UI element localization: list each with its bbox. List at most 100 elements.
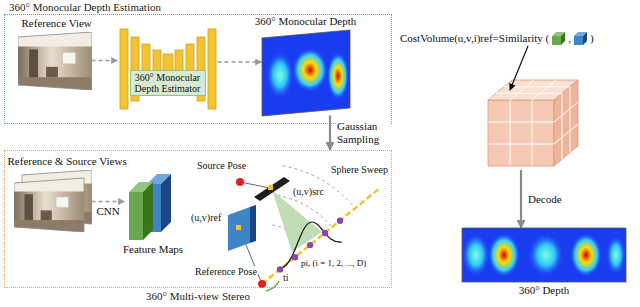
formula-text: , [568, 32, 571, 45]
flow-arrow [218, 61, 262, 63]
region-title: 360° Monocular Depth Estimation [9, 1, 161, 14]
annotation-label: ti [282, 272, 290, 284]
graphic-part [488, 46, 578, 166]
graphic-part [554, 102, 578, 122]
graphic-part [561, 32, 565, 45]
graphic-part [262, 30, 350, 116]
image-label: Reference View [22, 17, 92, 30]
source-pose-dot [236, 178, 244, 186]
graphic-part [327, 52, 349, 100]
panorama-image: Reference View [18, 32, 92, 90]
graphic-part [462, 228, 626, 282]
cost-volume-cube [400, 28, 596, 170]
graphic-part [462, 228, 626, 282]
graphic-part [14, 178, 84, 192]
graphic-part [62, 52, 75, 64]
pose-line [240, 182, 270, 188]
panorama-image: Reference & Source Views [14, 170, 92, 232]
graphic-part [262, 30, 350, 116]
graphic-part [118, 26, 218, 112]
graphic-part [129, 192, 143, 240]
formula-text: CostVolume(u,v,i)ref=Similarity ( [400, 32, 549, 45]
graphic-part [504, 86, 570, 87]
graphic-part [532, 80, 556, 100]
graphic-part [488, 144, 554, 145]
graphic-part [570, 87, 571, 153]
annotation-label: Reference Pose [194, 266, 258, 278]
stage-region: 360° Monocular Depth EstimationReference… [4, 14, 392, 124]
graphic-part [462, 228, 626, 282]
pixel-marker [236, 225, 241, 230]
pixel-marker [268, 185, 273, 190]
edge-label: CNN [95, 205, 120, 218]
graphic-part [14, 220, 84, 232]
graphic-part [510, 80, 534, 100]
image-label: Reference & Source Views [8, 155, 127, 168]
graphic-part [574, 36, 583, 45]
annotation-label: Sphere Sweep [330, 164, 389, 176]
graphic-part [496, 93, 562, 94]
flow-arrow [520, 170, 522, 228]
sweep-ray [262, 188, 380, 284]
graphic-part [18, 32, 92, 90]
graphic-part [532, 100, 533, 166]
formula-row: CostVolume(u,v,i)ref=Similarity (,) [400, 32, 594, 45]
graphic-part [14, 178, 84, 232]
network-block: 360° Monocular Depth Estimator [118, 26, 218, 112]
graphic-part [18, 32, 92, 90]
graphic-part [125, 172, 182, 242]
reference-pose-dot [258, 280, 266, 288]
graphic-part [552, 36, 561, 45]
graphic-part [462, 228, 626, 282]
image-label: 360° Monocular Depth [255, 15, 357, 28]
reference-view-slab [228, 207, 250, 251]
graphic-part [14, 178, 84, 232]
sample-point [307, 242, 313, 248]
flow-arrow [92, 201, 125, 203]
graphic-part [143, 182, 153, 240]
graphic-part [488, 100, 554, 166]
graphic-part [570, 233, 602, 277]
graphic-part [40, 210, 51, 220]
graphic-part [14, 178, 84, 232]
graphic-part [266, 51, 294, 99]
formula-text: ) [590, 32, 594, 45]
graphic-part [46, 66, 58, 76]
graphic-part [56, 196, 69, 207]
graphic-part [562, 93, 563, 159]
graphic-part [18, 77, 92, 90]
graphic-part [488, 122, 554, 123]
flow-arrow [92, 60, 118, 62]
graphic-part [606, 235, 626, 275]
image-label: 360° Depth [519, 284, 570, 297]
edge-label: Gaussian Sampling [336, 120, 390, 146]
depth-map: 360° Depth [462, 228, 626, 282]
block-label: 360° Monocular Depth Estimator [130, 70, 206, 96]
graphic-part [29, 49, 38, 77]
graphic-part [24, 194, 32, 220]
cube-icon [574, 32, 587, 45]
sample-point [322, 230, 328, 236]
graphic-part [528, 233, 564, 277]
cost-volume: CostVolume(u,v,i)ref=Similarity (,) [400, 28, 596, 170]
graphic-part [488, 233, 520, 277]
annotation-label: pi, (i = 1, 2, ..., D) [300, 258, 367, 269]
reference-view-slab-side [250, 205, 256, 243]
graphic-part [554, 124, 578, 144]
annotation-label: (u,v)src [292, 186, 325, 198]
graphic-part [400, 28, 596, 170]
sample-point [337, 218, 343, 224]
graphic-part [161, 174, 171, 232]
sample-point [292, 254, 298, 260]
graphic-part [510, 46, 528, 90]
graphic-part [120, 29, 128, 109]
region-title: 360° Multi-view Stereo [146, 290, 250, 303]
annotation-label: Source Pose [196, 160, 247, 172]
graphic-part [262, 30, 350, 116]
graphic-part [552, 32, 565, 45]
annotation-label: (u,v)ref [190, 212, 222, 224]
distance-bracket [266, 281, 279, 291]
flow-arrow [329, 116, 331, 151]
graphic-part [583, 32, 587, 45]
